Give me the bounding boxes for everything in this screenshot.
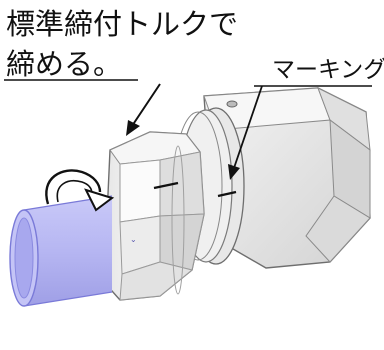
nut-pointer-arrow [126, 83, 161, 136]
instruction-line-2: 締める。 [6, 47, 123, 81]
pipe: ⌄ [9, 195, 137, 307]
tightening-instruction: 標準締付トルクで 締める。 [6, 4, 238, 84]
marking-pointer-arrow [228, 85, 263, 180]
curved-rotation-arrow-icon [45, 169, 115, 212]
marking-line [153, 181, 237, 198]
marking-label: マーキング [272, 57, 384, 83]
union-nut [103, 131, 205, 301]
svg-text:⌄: ⌄ [130, 235, 137, 244]
instruction-line-1: 標準締付トルクで [6, 7, 239, 41]
